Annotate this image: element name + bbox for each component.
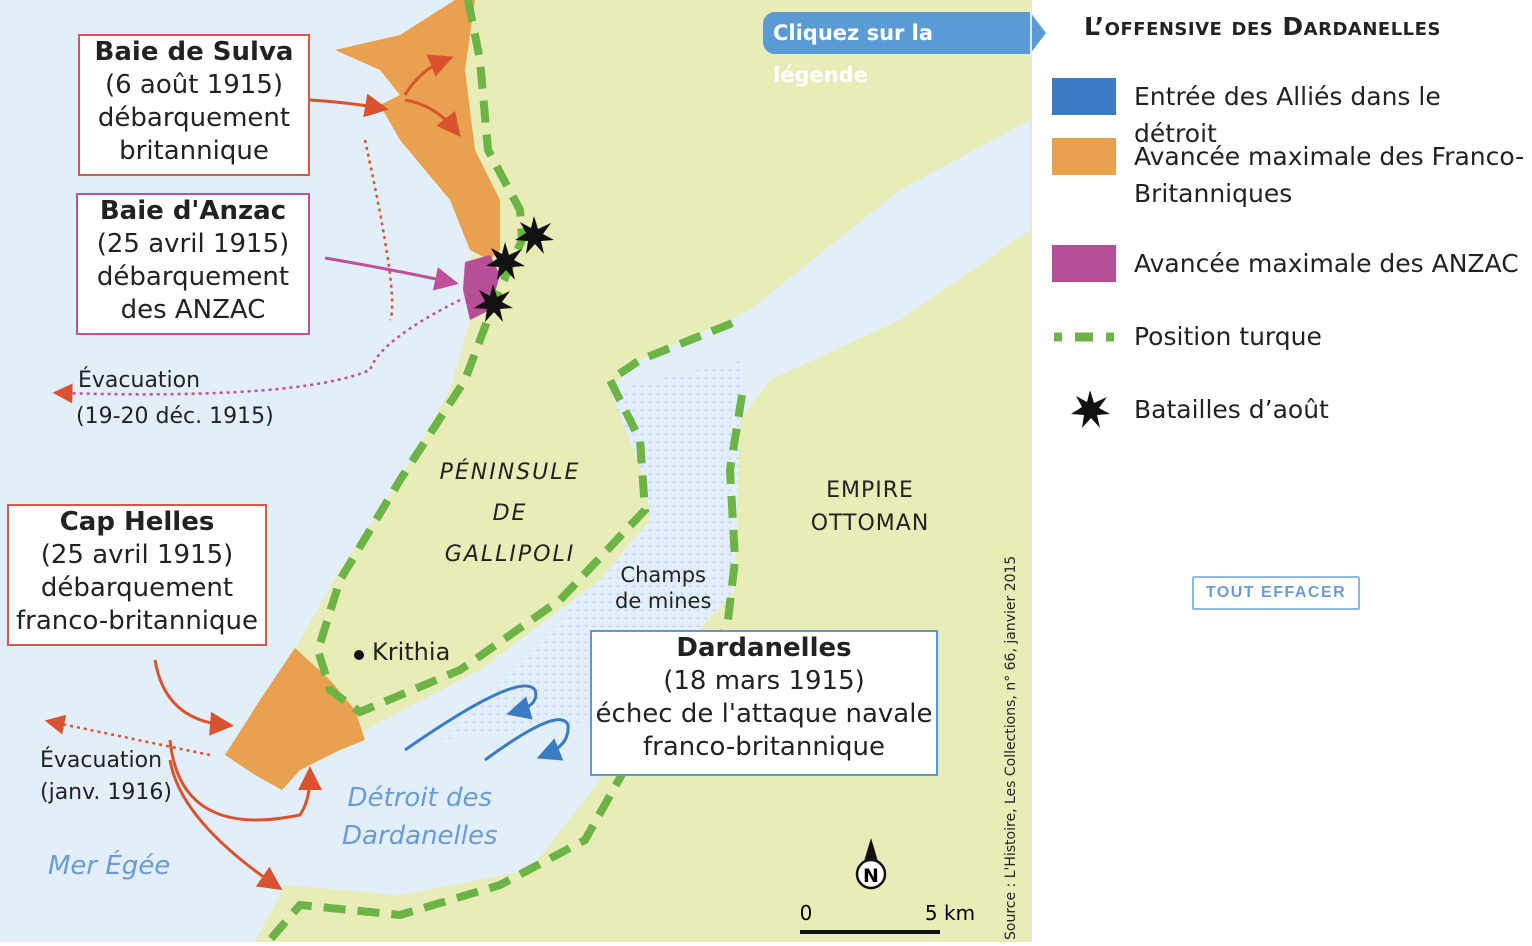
evacuation-date: (19-20 déc. 1915) — [76, 404, 274, 429]
arrows — [44, 54, 570, 891]
evacuation-arrow-1b — [52, 298, 461, 404]
explosion-icon — [474, 284, 513, 322]
legend-label: Batailles d’août — [1134, 395, 1329, 424]
strait-line: Dardanelles — [342, 821, 498, 851]
evacuation-text: Évacuation — [40, 748, 163, 773]
north-arrow: N — [855, 838, 887, 890]
dardanelles-desc: échec de l'attaque navale — [595, 699, 933, 729]
sulva-date: (6 août 1915) — [104, 70, 284, 100]
legend-label: Avancée maximale des Franco-Britanniques — [1134, 142, 1525, 208]
empire-label: EMPIRE OTTOMAN — [800, 474, 940, 540]
sulva-box[interactable]: Baie de Sulva (6 août 1915) débarquement… — [78, 34, 310, 176]
turkish-line — [264, 0, 746, 945]
helles-desc: franco-britannique — [15, 606, 259, 636]
mines-label: Champs de mines — [615, 562, 711, 614]
sulva-desc: britannique — [119, 136, 269, 166]
helles-landing-arrow — [153, 659, 234, 736]
explosion-icon — [1071, 391, 1110, 428]
anzac-landing-arrow — [324, 256, 459, 291]
krithia-dot — [354, 650, 364, 660]
orange-swatch — [1052, 138, 1116, 175]
evacuation-arrow-1 — [363, 139, 394, 321]
map-canvas: N 0 5 km — [0, 0, 1030, 945]
purple-swatch — [1052, 245, 1116, 282]
anzac-date: (25 avril 1915) — [96, 229, 290, 259]
sulva-advance-arrow — [404, 98, 461, 138]
peninsula-line: PÉNINSULE — [439, 460, 581, 485]
clear-all-button[interactable]: TOUT EFFACER — [1192, 576, 1360, 610]
map: N 0 5 km Baie de Sulva (6 août 1915) déb… — [0, 0, 1046, 945]
scale-start: 0 — [800, 901, 813, 925]
legend-item-august-battles[interactable]: Batailles d’août — [1052, 391, 1524, 428]
anzac-title: Baie d'Anzac — [99, 196, 287, 226]
evacuation-label-2: Évacuation (janv. 1916) — [40, 746, 172, 808]
turkish-line-peninsula — [313, 0, 742, 717]
explosion-icon — [486, 242, 525, 280]
scale-end: 5 km — [925, 901, 975, 925]
sulva-advance-arrow — [403, 54, 454, 96]
evacuation-date: (janv. 1916) — [40, 780, 172, 805]
evacuation-text: Évacuation — [78, 368, 201, 393]
helles-landing-arrow — [168, 739, 322, 822]
sulva-desc: débarquement — [97, 103, 291, 133]
anzac-desc: débarquement — [96, 262, 290, 292]
sulva-advance-area — [335, 0, 500, 260]
sulva-landing-arrow — [309, 93, 389, 118]
helles-box[interactable]: Cap Helles (25 avril 1915) débarquement … — [7, 504, 267, 646]
legend-title: L’offensive des Dardanelles — [1084, 12, 1441, 41]
peninsula-label: PÉNINSULE DE GALLIPOLI — [430, 452, 590, 575]
legend-panel: L’offensive des Dardanelles Entrée des A… — [1030, 0, 1532, 942]
helles-date: (25 avril 1915) — [40, 540, 234, 570]
dardanelles-desc: franco-britannique — [642, 732, 886, 762]
strait-label: Détroit des Dardanelles — [342, 779, 498, 855]
source-credit: Source : L'Histoire, Les Collections, n°… — [1003, 555, 1019, 940]
legend-item-anzac[interactable]: Avancée maximale des ANZAC — [1052, 245, 1524, 282]
strait-line: Détroit des — [347, 783, 493, 813]
evacuation-label-1: Évacuation (19-20 déc. 1915) — [76, 366, 274, 432]
legend-label: Avancée maximale des ANZAC — [1134, 249, 1519, 278]
dashed-line-icon — [1054, 332, 1116, 342]
helles-advance-area — [225, 648, 365, 790]
north-label: N — [863, 865, 879, 887]
helles-desc: débarquement — [40, 573, 234, 603]
mines-line: Champs — [620, 563, 706, 587]
legend-item-allies-entry[interactable]: Entrée des Alliés dans le détroit — [1052, 78, 1524, 152]
anzac-desc: des ANZAC — [120, 295, 266, 325]
sulva-title: Baie de Sulva — [94, 37, 294, 67]
krithia-label: Krithia — [372, 638, 451, 666]
dardanelles-date: (18 mars 1915) — [663, 666, 865, 696]
dardanelles-title: Dardanelles — [676, 633, 852, 663]
legend-label: Position turque — [1134, 322, 1322, 351]
peninsula-line: GALLIPOLI — [444, 542, 576, 567]
evacuation-arrow-2 — [44, 714, 211, 757]
empire-line: EMPIRE — [826, 478, 914, 503]
turkish-line-asia — [264, 394, 746, 945]
naval-attack-arrow — [404, 684, 538, 752]
legend-item-turkish-position[interactable]: Position turque — [1052, 318, 1524, 355]
legend-label: Entrée des Alliés dans le détroit — [1134, 82, 1441, 148]
legend-item-franco-british[interactable]: Avancée maximale des Franco-Britanniques — [1052, 138, 1532, 212]
anzac-box[interactable]: Baie d'Anzac (25 avril 1915) débarquemen… — [76, 193, 310, 335]
dardanelles-box[interactable]: Dardanelles (18 mars 1915) échec de l'at… — [590, 630, 938, 776]
sea-label: Mer Égée — [48, 851, 171, 881]
legend-hint: Cliquez sur la légende — [763, 12, 1046, 87]
empire-line: OTTOMAN — [810, 511, 930, 536]
explosion-icon — [515, 216, 554, 254]
peninsula-line: DE — [492, 501, 528, 526]
august-battles — [474, 216, 554, 322]
mines-line: de mines — [615, 589, 712, 613]
helles-landing-arrow — [168, 759, 283, 891]
helles-title: Cap Helles — [59, 507, 215, 537]
blue-swatch — [1052, 78, 1116, 115]
land-peninsula — [225, 0, 1030, 785]
naval-attack-arrow — [484, 718, 570, 762]
